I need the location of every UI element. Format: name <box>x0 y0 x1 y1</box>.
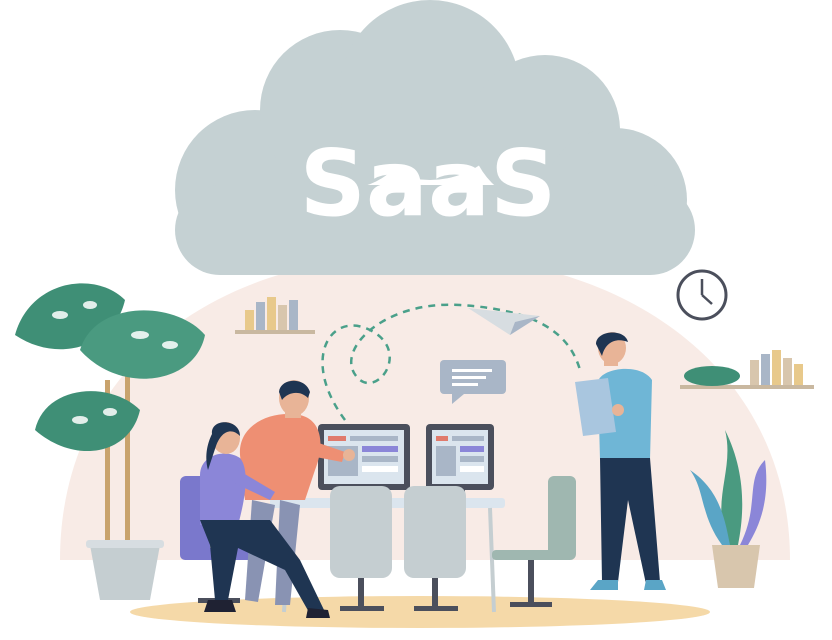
monstera-plant <box>15 283 205 600</box>
side-chair <box>492 476 576 607</box>
saas-cloud <box>175 0 695 275</box>
seaweed-plant <box>690 430 767 588</box>
right-bookshelf <box>680 350 814 389</box>
woman-purple-shirt <box>200 422 330 618</box>
standing-man <box>575 332 666 590</box>
flight-path <box>321 303 582 421</box>
chat-bubble-icon <box>440 360 506 404</box>
floor-shadow <box>130 596 710 628</box>
tablet-icon <box>575 378 616 436</box>
monitor-right <box>426 424 494 500</box>
empty-chair-1 <box>330 486 392 611</box>
cloud-title: SaaS <box>300 130 557 237</box>
paper-plane-icon <box>468 308 540 335</box>
empty-chair-2 <box>404 486 466 611</box>
clock-icon <box>676 269 728 321</box>
left-bookshelf <box>235 297 315 334</box>
